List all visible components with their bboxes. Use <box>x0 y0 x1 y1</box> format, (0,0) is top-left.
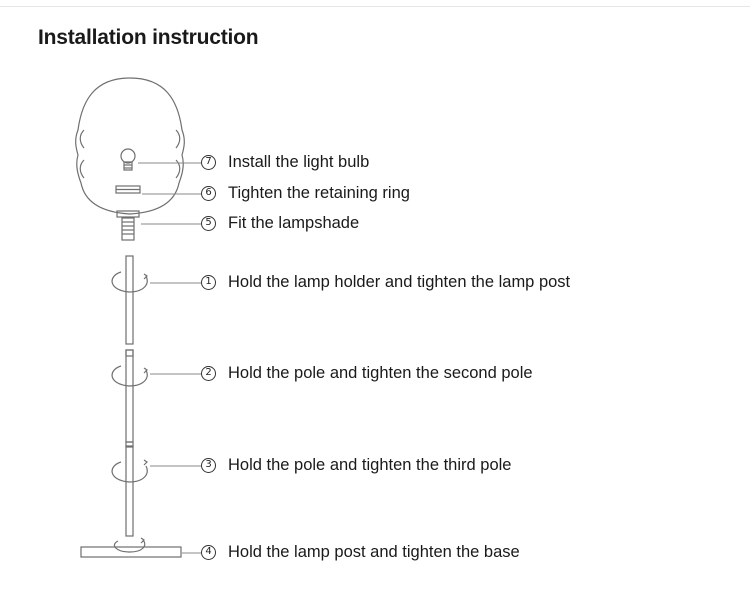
retaining-ring-icon <box>115 185 141 194</box>
rotation-arrow-2 <box>111 365 148 387</box>
step-number: 2 <box>201 365 216 381</box>
lamp-holder-icon <box>116 210 140 241</box>
step-fit-lampshade: 5 Fit the lampshade <box>201 213 359 233</box>
pole-segment-1 <box>125 255 134 345</box>
step-third-pole: 3 Hold the pole and tighten the third po… <box>201 455 511 475</box>
page-title: Installation instruction <box>38 26 259 49</box>
step-tighten-ring: 6 Tighten the retaining ring <box>201 183 410 203</box>
step-text: Hold the pole and tighten the third pole <box>228 455 512 474</box>
rotation-arrow-4 <box>113 537 146 553</box>
step-text: Hold the pole and tighten the second pol… <box>228 363 533 382</box>
step-text: Hold the lamp post and tighten the base <box>228 542 520 561</box>
step-text: Tighten the retaining ring <box>228 183 410 202</box>
pole-segment-3 <box>125 445 134 537</box>
rotation-arrow-1 <box>111 271 148 293</box>
step-text: Install the light bulb <box>228 152 370 171</box>
step-text: Hold the lamp holder and tighten the lam… <box>228 272 571 291</box>
leader-lines <box>138 162 201 554</box>
top-divider <box>0 6 750 7</box>
lampshade-shape <box>75 77 185 215</box>
step-number: 4 <box>201 544 216 560</box>
step-tighten-base: 4 Hold the lamp post and tighten the bas… <box>201 542 520 562</box>
light-bulb-icon <box>120 148 136 171</box>
step-number: 7 <box>201 154 216 170</box>
step-install-bulb: 7 Install the light bulb <box>201 152 369 172</box>
step-number: 6 <box>201 185 216 201</box>
step-lamp-post: 1 Hold the lamp holder and tighten the l… <box>201 272 570 292</box>
pole-segment-2 <box>125 349 134 443</box>
step-number: 5 <box>201 215 216 231</box>
step-text: Fit the lampshade <box>228 213 360 232</box>
step-number: 3 <box>201 457 216 473</box>
step-number: 1 <box>201 274 216 290</box>
lamp-base <box>80 546 182 558</box>
step-second-pole: 2 Hold the pole and tighten the second p… <box>201 363 533 383</box>
rotation-arrow-3 <box>111 459 148 483</box>
